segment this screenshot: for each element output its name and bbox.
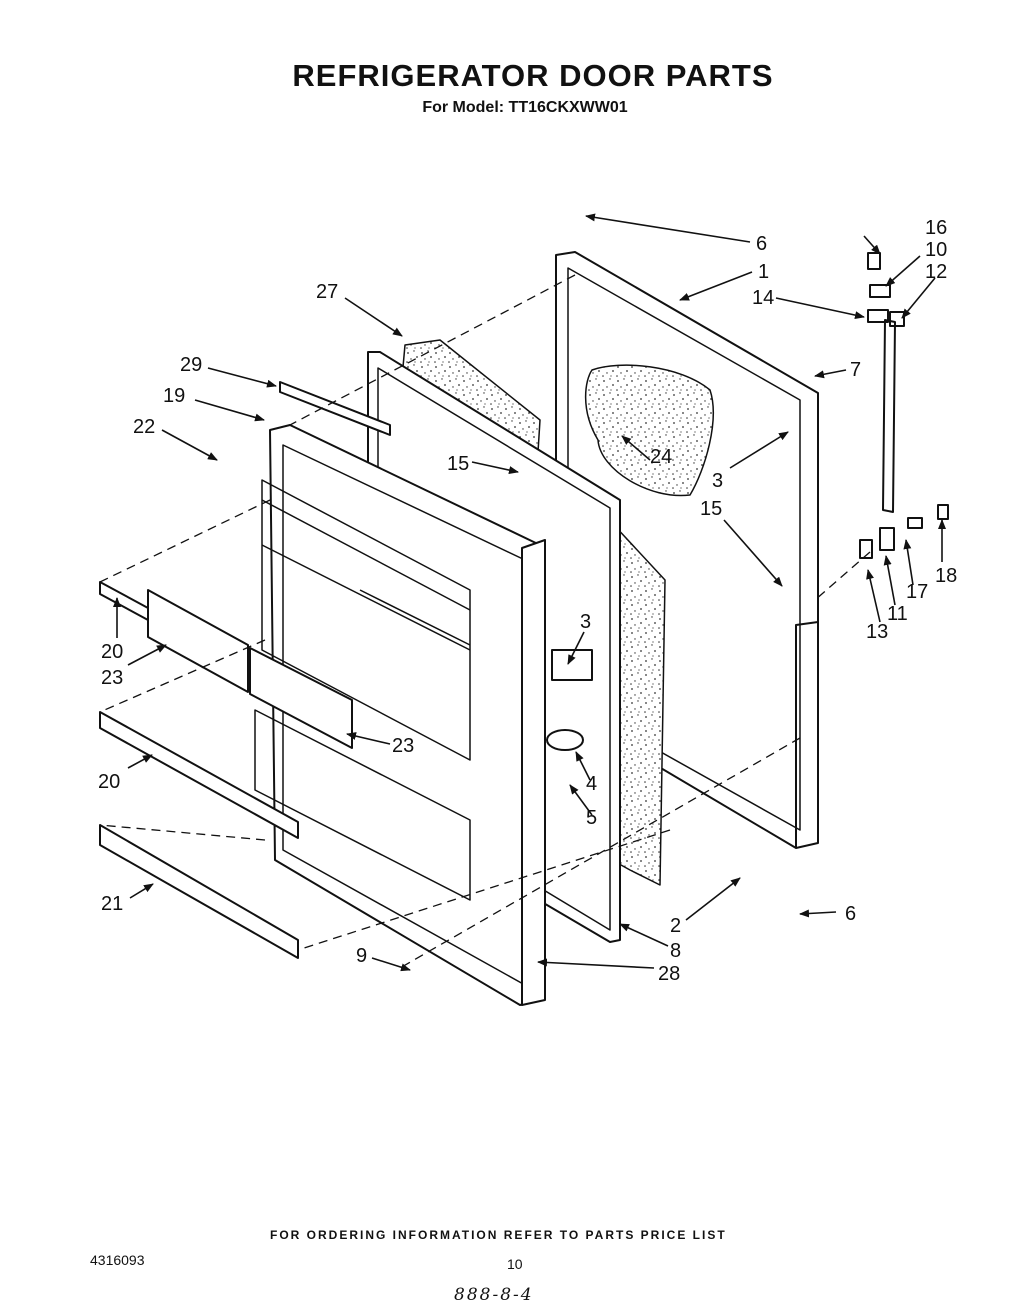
hinge-pin-rod [882,319,896,513]
door-shield [521,539,546,1006]
callout-20-lower: 20 [98,771,120,793]
leader-arrows [113,213,946,972]
callout-10: 10 [925,239,947,261]
callout-22: 22 [133,416,155,438]
callout-labels: 6 1 16 10 12 14 27 7 29 19 22 24 3 15 15… [98,217,957,985]
callout-11: 11 [887,603,908,625]
shelf-bar-lower [99,711,299,839]
callout-23-upper: 23 [101,667,123,689]
door-shelf-middle [249,647,353,749]
callout-3-lower: 3 [580,611,591,633]
callout-9: 9 [356,945,367,967]
callout-8: 8 [670,940,681,962]
shelf-bar-upper [99,581,149,621]
handwritten-note: 888-8-4 [454,1285,534,1305]
door-shelf-upper [147,589,249,693]
door-rail [99,824,299,959]
callout-17: 17 [906,581,928,603]
callout-1: 1 [758,261,769,283]
handle-block [546,649,593,751]
callout-15-liner: 15 [447,453,469,475]
callout-14: 14 [752,287,774,309]
callout-19: 19 [163,385,185,407]
ordering-info-note: FOR ORDERING INFORMATION REFER TO PARTS … [270,1228,727,1242]
callout-13: 13 [866,621,888,643]
callout-6-bottom: 6 [845,903,856,925]
model-subtitle: For Model: TT16CKXWW01 [422,99,628,116]
upper-hinge-parts [867,252,905,327]
page-number: 10 [507,1256,523,1272]
callout-15-panel: 15 [700,498,722,520]
callout-5: 5 [586,807,597,829]
callout-16: 16 [925,217,947,239]
callout-29: 29 [180,354,202,376]
callout-18: 18 [935,565,957,587]
callout-20-upper: 20 [101,641,123,663]
page-title: REFRIGERATOR DOOR PARTS [292,58,774,93]
lower-hinge-parts [859,504,949,559]
callout-12: 12 [925,261,947,283]
callout-23-middle: 23 [392,735,414,757]
callout-2: 2 [670,915,681,937]
callout-28: 28 [658,963,680,985]
callout-6-top: 6 [756,233,767,255]
callout-24: 24 [650,446,672,468]
callout-3-upper: 3 [712,470,723,492]
callout-4: 4 [586,773,597,795]
guide-lines [99,274,871,969]
document-number: 4316093 [90,1252,145,1268]
callout-27: 27 [316,281,338,303]
deflector [279,381,391,436]
callout-7: 7 [850,359,861,381]
callout-21: 21 [101,893,123,915]
